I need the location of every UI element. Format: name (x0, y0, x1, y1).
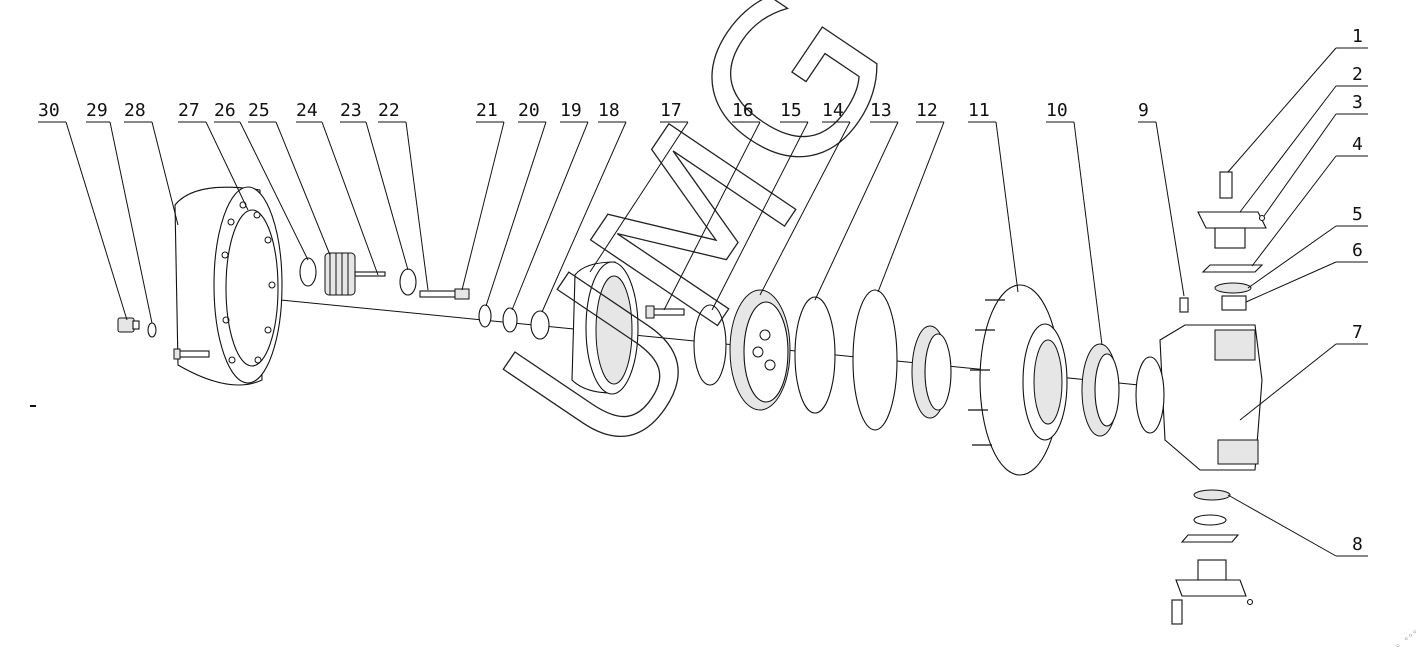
callout-19: 19 (511, 100, 589, 311)
svg-text:26: 26 (214, 100, 236, 121)
svg-text:27: 27 (178, 100, 200, 121)
svg-text:5: 5 (1352, 204, 1363, 225)
part-16-bolt (645, 305, 685, 319)
callout-23: 23 (340, 100, 409, 271)
part-2-cap (1197, 211, 1267, 249)
callout-15: 15 (711, 100, 809, 311)
svg-text:25: 25 (248, 100, 270, 121)
svg-text:4: 4 (1352, 134, 1363, 155)
svg-text:24: 24 (296, 100, 318, 121)
callout-3: 3 (1263, 92, 1368, 217)
svg-text:8: 8 (1352, 534, 1363, 555)
svg-text:10: 10 (1046, 100, 1068, 121)
callout-18: 18 (541, 100, 627, 313)
svg-text:7: 7 (1352, 322, 1363, 343)
part-17-ring-gear (571, 261, 639, 395)
svg-text:30: 30 (38, 100, 60, 121)
callout-16: 16 (663, 100, 761, 311)
callout-29: 29 (86, 100, 153, 324)
svg-text:28: 28 (124, 100, 146, 121)
part-11-bearing (911, 325, 952, 419)
callout-4: 4 (1251, 134, 1368, 267)
svg-text:1: 1 (1352, 26, 1363, 47)
svg-text:17: 17 (660, 100, 682, 121)
callout-20: 20 (485, 100, 547, 307)
part-3-pin (1258, 214, 1266, 222)
part-14-planet-carrier (729, 289, 791, 411)
callout-8: 8 (1227, 494, 1368, 557)
callout-13: 13 (814, 100, 899, 301)
svg-text:13: 13 (870, 100, 892, 121)
part-19-washer (502, 307, 518, 333)
corner-mark: ◦ ◦◦◦ (1394, 627, 1417, 652)
svg-text:9: 9 (1138, 100, 1149, 121)
callout-1: 1 (1227, 26, 1368, 173)
svg-text:29: 29 (86, 100, 108, 121)
part-22-bolt (419, 288, 470, 300)
part-10-bearing (1081, 343, 1120, 437)
callout-12: 12 (877, 100, 945, 293)
callout-22: 22 (378, 100, 429, 291)
bottom-bolt (1171, 599, 1183, 625)
svg-text:22: 22 (378, 100, 400, 121)
part-29-bolt (173, 348, 210, 360)
callout-26: 26 (214, 100, 309, 261)
callout-14: 14 (759, 100, 851, 296)
part-27-spacer (299, 257, 317, 287)
svg-text:14: 14 (822, 100, 844, 121)
callout-9: 9 (1138, 100, 1185, 297)
callout-17: 17 (589, 100, 689, 273)
svg-text:19: 19 (560, 100, 582, 121)
part-13-o-ring (794, 296, 836, 414)
part-6-bushing (1221, 295, 1247, 311)
svg-text:18: 18 (598, 100, 620, 121)
part-20-snap-ring (478, 304, 492, 328)
part-11-hub (968, 284, 1068, 476)
part-5-bearing (1214, 282, 1252, 294)
callout-6: 6 (1245, 240, 1368, 303)
part-7-knuckle (1135, 324, 1263, 471)
callout-27: 27 (178, 100, 249, 211)
svg-text:21: 21 (476, 100, 498, 121)
svg-text:2: 2 (1352, 64, 1363, 85)
callout-7: 7 (1239, 322, 1368, 421)
callout-2: 2 (1239, 64, 1368, 213)
part-8-bearing (1193, 489, 1231, 501)
svg-text:20: 20 (518, 100, 540, 121)
callout-28: 28 (124, 100, 179, 226)
part-1-bolt (1219, 171, 1233, 199)
part-18-nut (530, 310, 550, 340)
part-28-housing (174, 186, 283, 386)
callout-21: 21 (461, 100, 505, 291)
part-29-washer (147, 322, 157, 338)
callout-5: 5 (1247, 204, 1368, 289)
part-4-shim (1201, 264, 1264, 273)
bottom-shim (1180, 534, 1240, 543)
svg-text:16: 16 (732, 100, 754, 121)
part-30-plug (117, 317, 140, 333)
callout-25: 25 (248, 100, 331, 256)
callout-30: 30 (38, 100, 128, 321)
svg-text:15: 15 (780, 100, 802, 121)
part-12-o-ring (852, 289, 898, 431)
bottom-cap (1175, 559, 1247, 597)
svg-text:12: 12 (916, 100, 938, 121)
bottom-pin (1246, 598, 1254, 606)
callout-11: 11 (968, 100, 1019, 293)
svg-text:3: 3 (1352, 92, 1363, 113)
svg-text:11: 11 (968, 100, 990, 121)
callout-24: 24 (296, 100, 379, 276)
part-24-thrust-washer (399, 268, 417, 296)
svg-text:6: 6 (1352, 240, 1363, 261)
svg-text:23: 23 (340, 100, 362, 121)
callout-10: 10 (1046, 100, 1103, 346)
part-9-grease-fitting (1179, 297, 1189, 313)
part-26-sun-gear (324, 252, 386, 296)
part-15-carrier-plate (693, 304, 727, 386)
bottom-washer (1193, 514, 1227, 526)
